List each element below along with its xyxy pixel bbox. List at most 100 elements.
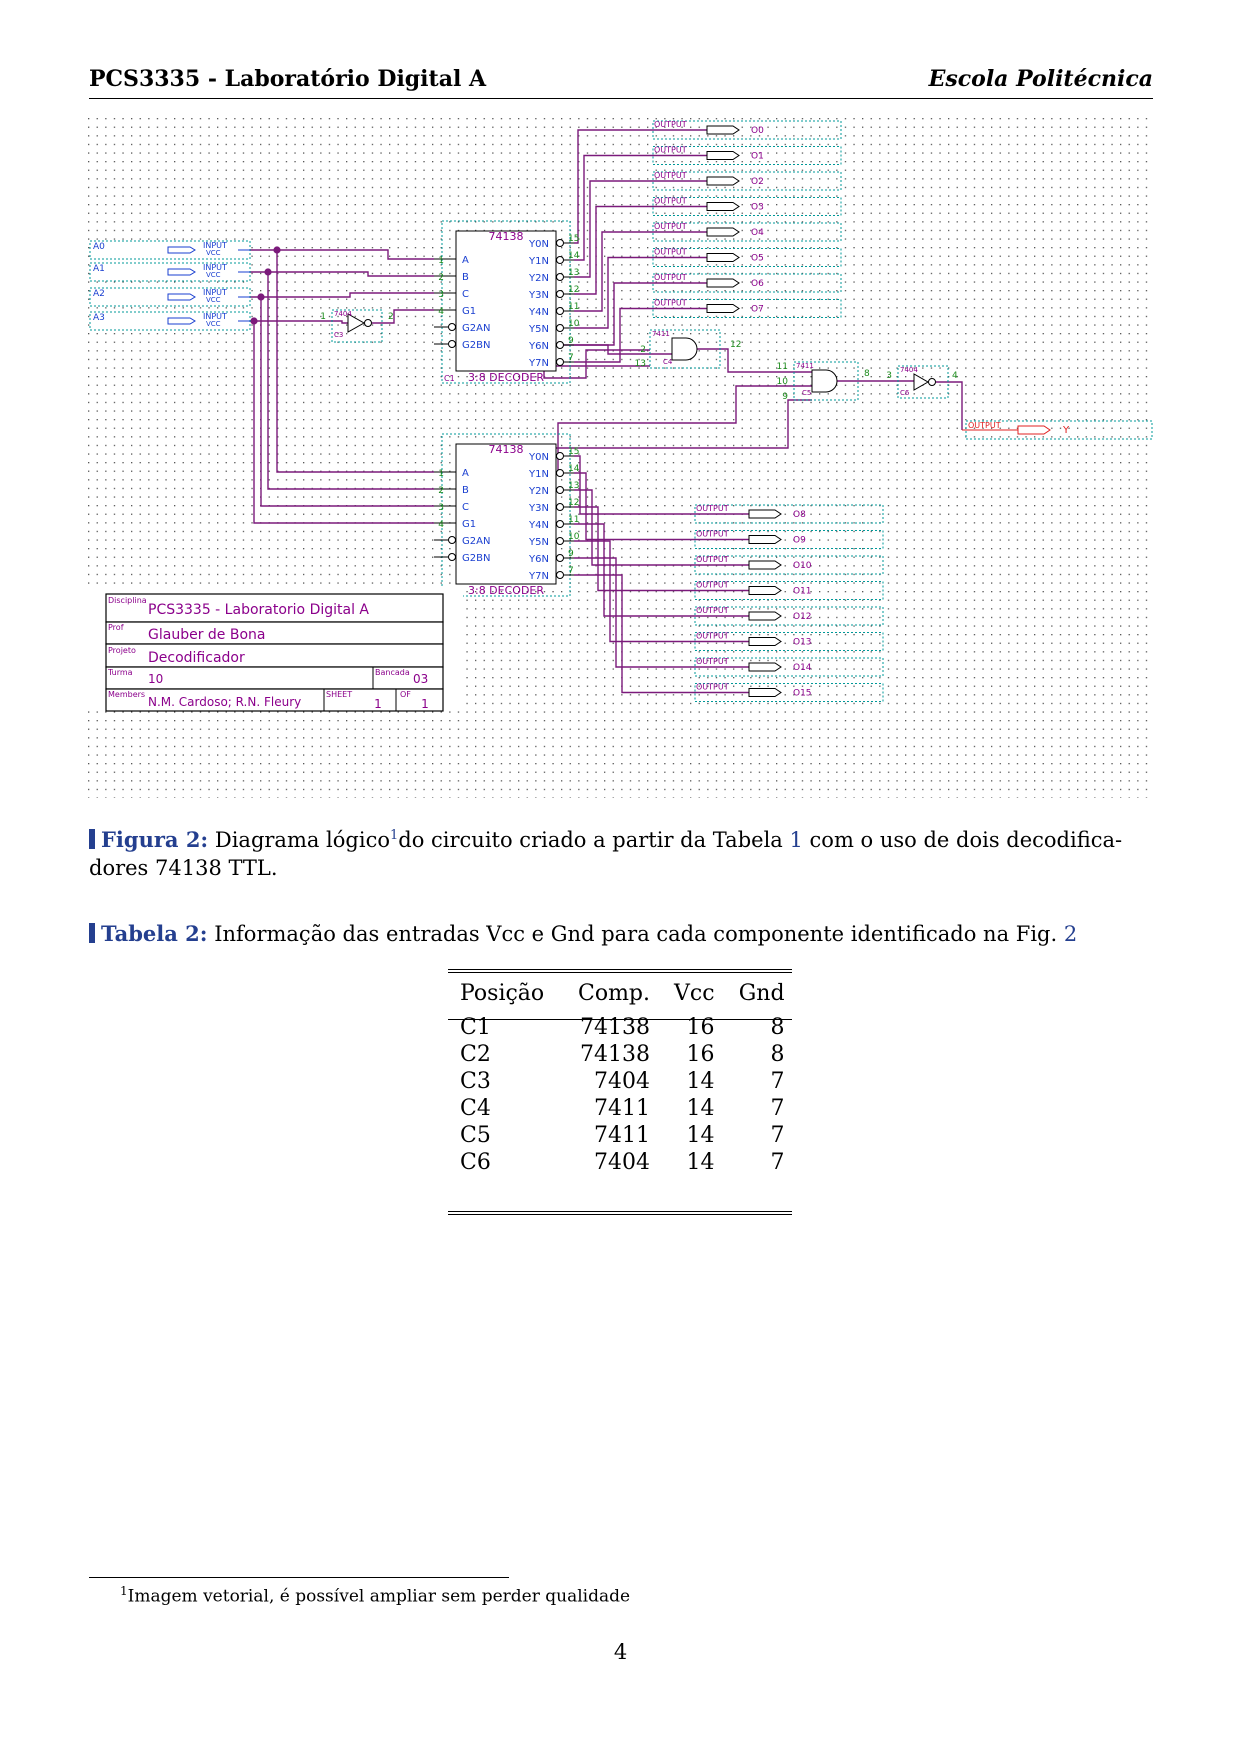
titleblock-members: N.M. Cardoso; R.N. Fleury [148,695,301,709]
col-header: Comp. [577,981,650,1006]
input-vcc-label: VCC [206,320,221,328]
and-gate-icon [811,369,838,393]
output-pin-name: O1 [751,152,764,162]
pin-number: 13 [568,268,579,278]
output-tag: OUTPUT [654,222,687,231]
col-header: Posição [460,981,545,1006]
decoder-input-label: A [462,255,469,266]
pin-number: 7 [568,566,574,576]
decoder-ref: C1 [444,374,455,383]
not-gate-icon [347,313,366,333]
output-arrow-icon [748,535,782,544]
decoder-input-label: G2AN [462,323,490,334]
output-arrow-icon [706,176,740,186]
decoder-part-name: 74138 [489,443,524,456]
decoder-input-label: G2BN [462,340,490,351]
pin-number: 10 [568,532,580,542]
decoder-body [455,443,557,585]
output-pin-name: O13 [793,638,812,648]
titleblock-turma: 10 [148,672,163,686]
table-caption-text: Informação das entradas Vcc e Gnd para c… [214,922,1064,946]
pin-number: 10 [777,377,789,387]
output-tag: OUTPUT [654,171,687,180]
output-pin-name: O9 [793,536,806,546]
title-block-row [105,688,444,712]
decoder-input-label: G2BN [462,553,490,564]
table-cell: 14 [686,1150,715,1175]
inversion-bubble-icon [448,553,456,561]
pin-number: 1 [438,469,444,479]
pin-frame [652,222,842,242]
table-cell: 7411 [594,1096,650,1121]
wire [574,231,707,312]
gate-frame [793,361,859,401]
output-pin-name: O10 [793,561,812,571]
pin-number: 10 [568,319,580,329]
pin-number: 9 [568,336,574,346]
table-cell: 7404 [594,1069,650,1094]
input-arrow-icon [167,293,196,301]
junction-dot [250,317,258,325]
output-pin-name: O6 [751,279,764,289]
titleblock-projeto: Decodificador [148,650,245,666]
gate-frame [897,365,949,399]
titleblock-of: 1 [421,697,429,711]
figure-link[interactable]: 2 [1063,922,1078,946]
decoder-output-label: Y4N [528,520,549,531]
output-tag: OUTPUT [696,683,729,692]
output-pin-name: O0 [751,126,764,136]
header-course-title: PCS3335 - Laboratório Digital A [89,66,487,92]
pin-frame [694,581,884,600]
table-link[interactable]: 1 [789,828,803,852]
footnote-ref[interactable]: 1 [389,828,399,843]
junction-dot [273,246,281,254]
pin-number: 8 [864,369,870,379]
pin-frame [652,120,842,140]
pin-frame [652,197,842,216]
wire [697,348,812,373]
input-arrow-icon [167,317,196,325]
pin-number: 2 [438,486,444,496]
output-tag: OUTPUT [696,632,729,641]
wire [253,321,434,524]
figure-caption-text: Diagrama lógico [214,828,390,852]
output-arrow-icon [748,688,782,697]
input-pin-name: A2 [93,289,105,299]
table-cell: 8 [770,1015,785,1040]
output-tag: OUTPUT [654,197,687,206]
input-pin-name: A0 [93,242,105,252]
decoder-input-label: A [462,468,469,479]
caption-marker [89,923,95,943]
decoder-output-label: Y4N [528,307,549,318]
pin-number: 3 [438,503,444,513]
titleblock-label: OF [400,690,411,699]
decoder-output-label: Y7N [528,358,549,369]
decoder-output-label: Y5N [528,324,549,335]
wire [574,180,707,278]
gate-part: 7411 [796,362,814,370]
table-cell: 14 [686,1096,715,1121]
pin-number: 2 [388,312,394,322]
decoder-output-label: Y0N [528,452,549,463]
output-tag: OUTPUT [696,581,729,590]
decoder-input-label: C [462,502,469,513]
inversion-bubble-icon [556,520,564,528]
output-pin-name: O8 [793,510,806,520]
inversion-bubble-icon [556,358,564,366]
table-cell: 7 [770,1096,785,1121]
caption-marker [89,829,95,849]
pin-number: 7 [568,353,574,363]
col-header: Gnd [738,981,785,1006]
